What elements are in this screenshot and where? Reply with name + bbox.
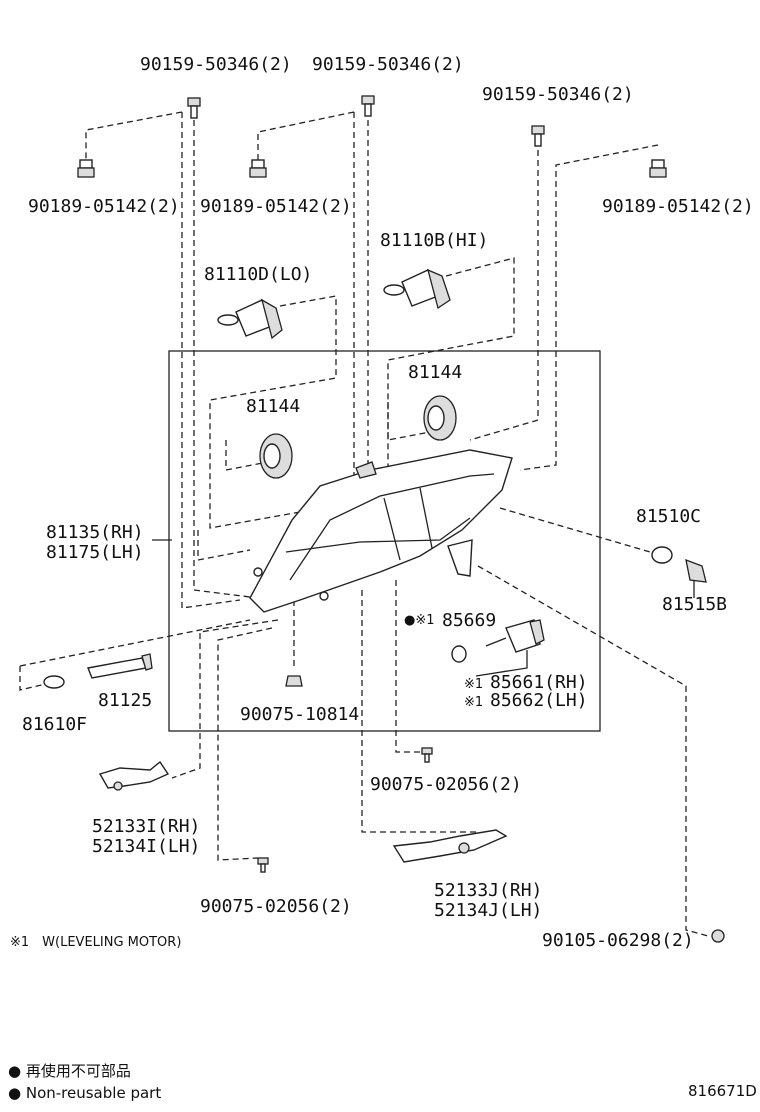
nut-c-icon — [649, 159, 667, 178]
label-housing-rh[interactable]: 81135(RH) — [46, 522, 144, 543]
grommet-icon — [285, 675, 303, 687]
label-bracket-j-rh[interactable]: 52133J(RH) — [434, 880, 542, 901]
diagram-code: 816671D — [688, 1082, 757, 1100]
label-motor-rh-mark: ※1 — [464, 677, 483, 692]
bolt-a-icon — [187, 97, 201, 119]
footnote: ※1 W(LEVELING MOTOR) — [10, 935, 181, 950]
label-nut-b[interactable]: 90189-05142(2) — [200, 196, 352, 217]
label-side-lamp[interactable]: 81510C — [636, 506, 701, 527]
bracket-j-icon — [392, 829, 508, 863]
label-nut-a[interactable]: 90189-05142(2) — [28, 196, 180, 217]
label-cap-a[interactable]: 81144 — [246, 396, 300, 417]
label-bulb-lo[interactable]: 81110D(LO) — [204, 264, 312, 285]
label-oring[interactable]: 85669 — [442, 610, 496, 631]
bracket-i-icon — [98, 760, 170, 791]
label-clip[interactable]: 90105-06298(2) — [542, 930, 694, 951]
small-bulb-icon — [43, 675, 65, 689]
leader-lines — [19, 111, 709, 937]
label-socket[interactable]: 81515B — [662, 594, 727, 615]
label-screw-a[interactable]: 90075-02056(2) — [370, 774, 522, 795]
cap-b-icon — [423, 395, 457, 441]
bolt-b-icon — [361, 95, 375, 117]
label-bracket-j-lh[interactable]: 52134J(LH) — [434, 900, 542, 921]
label-grommet[interactable]: 90075-10814 — [240, 704, 359, 725]
clip-icon — [711, 929, 725, 943]
legend-english: ● Non-reusable part — [8, 1084, 161, 1102]
label-bracket-i-lh[interactable]: 52134I(LH) — [92, 836, 200, 857]
screw-b-icon — [257, 857, 269, 873]
label-adjuster[interactable]: 81125 — [98, 690, 152, 711]
label-cap-b[interactable]: 81144 — [408, 362, 462, 383]
label-nut-c[interactable]: 90189-05142(2) — [602, 196, 754, 217]
o-ring-icon — [451, 645, 467, 663]
socket-icon — [685, 558, 707, 598]
label-small-bulb[interactable]: 81610F — [22, 714, 87, 735]
label-screw-b[interactable]: 90075-02056(2) — [200, 896, 352, 917]
screw-a-icon — [421, 747, 433, 763]
label-motor-lh-mark: ※1 — [464, 695, 483, 710]
label-bolt-c[interactable]: 90159-50346(2) — [482, 84, 634, 105]
leveling-motor-icon — [485, 619, 545, 653]
label-bolt-a[interactable]: 90159-50346(2) — [140, 54, 292, 75]
legend-japanese: ● 再使用不可部品 — [8, 1062, 131, 1080]
bulb-hi-icon — [383, 268, 451, 310]
label-bulb-hi[interactable]: 81110B(HI) — [380, 230, 488, 251]
assembly-frame — [168, 350, 601, 732]
label-bolt-b[interactable]: 90159-50346(2) — [312, 54, 464, 75]
label-oring-mark: ●※1 — [404, 613, 435, 628]
label-motor-rh[interactable]: 85661(RH) — [490, 672, 588, 693]
headlamp-housing-icon — [249, 449, 513, 613]
cap-a-icon — [259, 433, 293, 479]
adjuster-icon — [87, 653, 153, 679]
label-housing-lh[interactable]: 81175(LH) — [46, 542, 144, 563]
bolt-c-icon — [531, 125, 545, 147]
nut-a-icon — [77, 159, 95, 178]
side-lamp-icon — [651, 546, 673, 564]
label-bracket-i-rh[interactable]: 52133I(RH) — [92, 816, 200, 837]
part-labels: 90159-50346(2) 90159-50346(2) 90159-5034… — [22, 54, 754, 951]
bulb-lo-icon — [217, 298, 283, 340]
nut-b-icon — [249, 159, 267, 178]
label-motor-lh[interactable]: 85662(LH) — [490, 690, 588, 711]
